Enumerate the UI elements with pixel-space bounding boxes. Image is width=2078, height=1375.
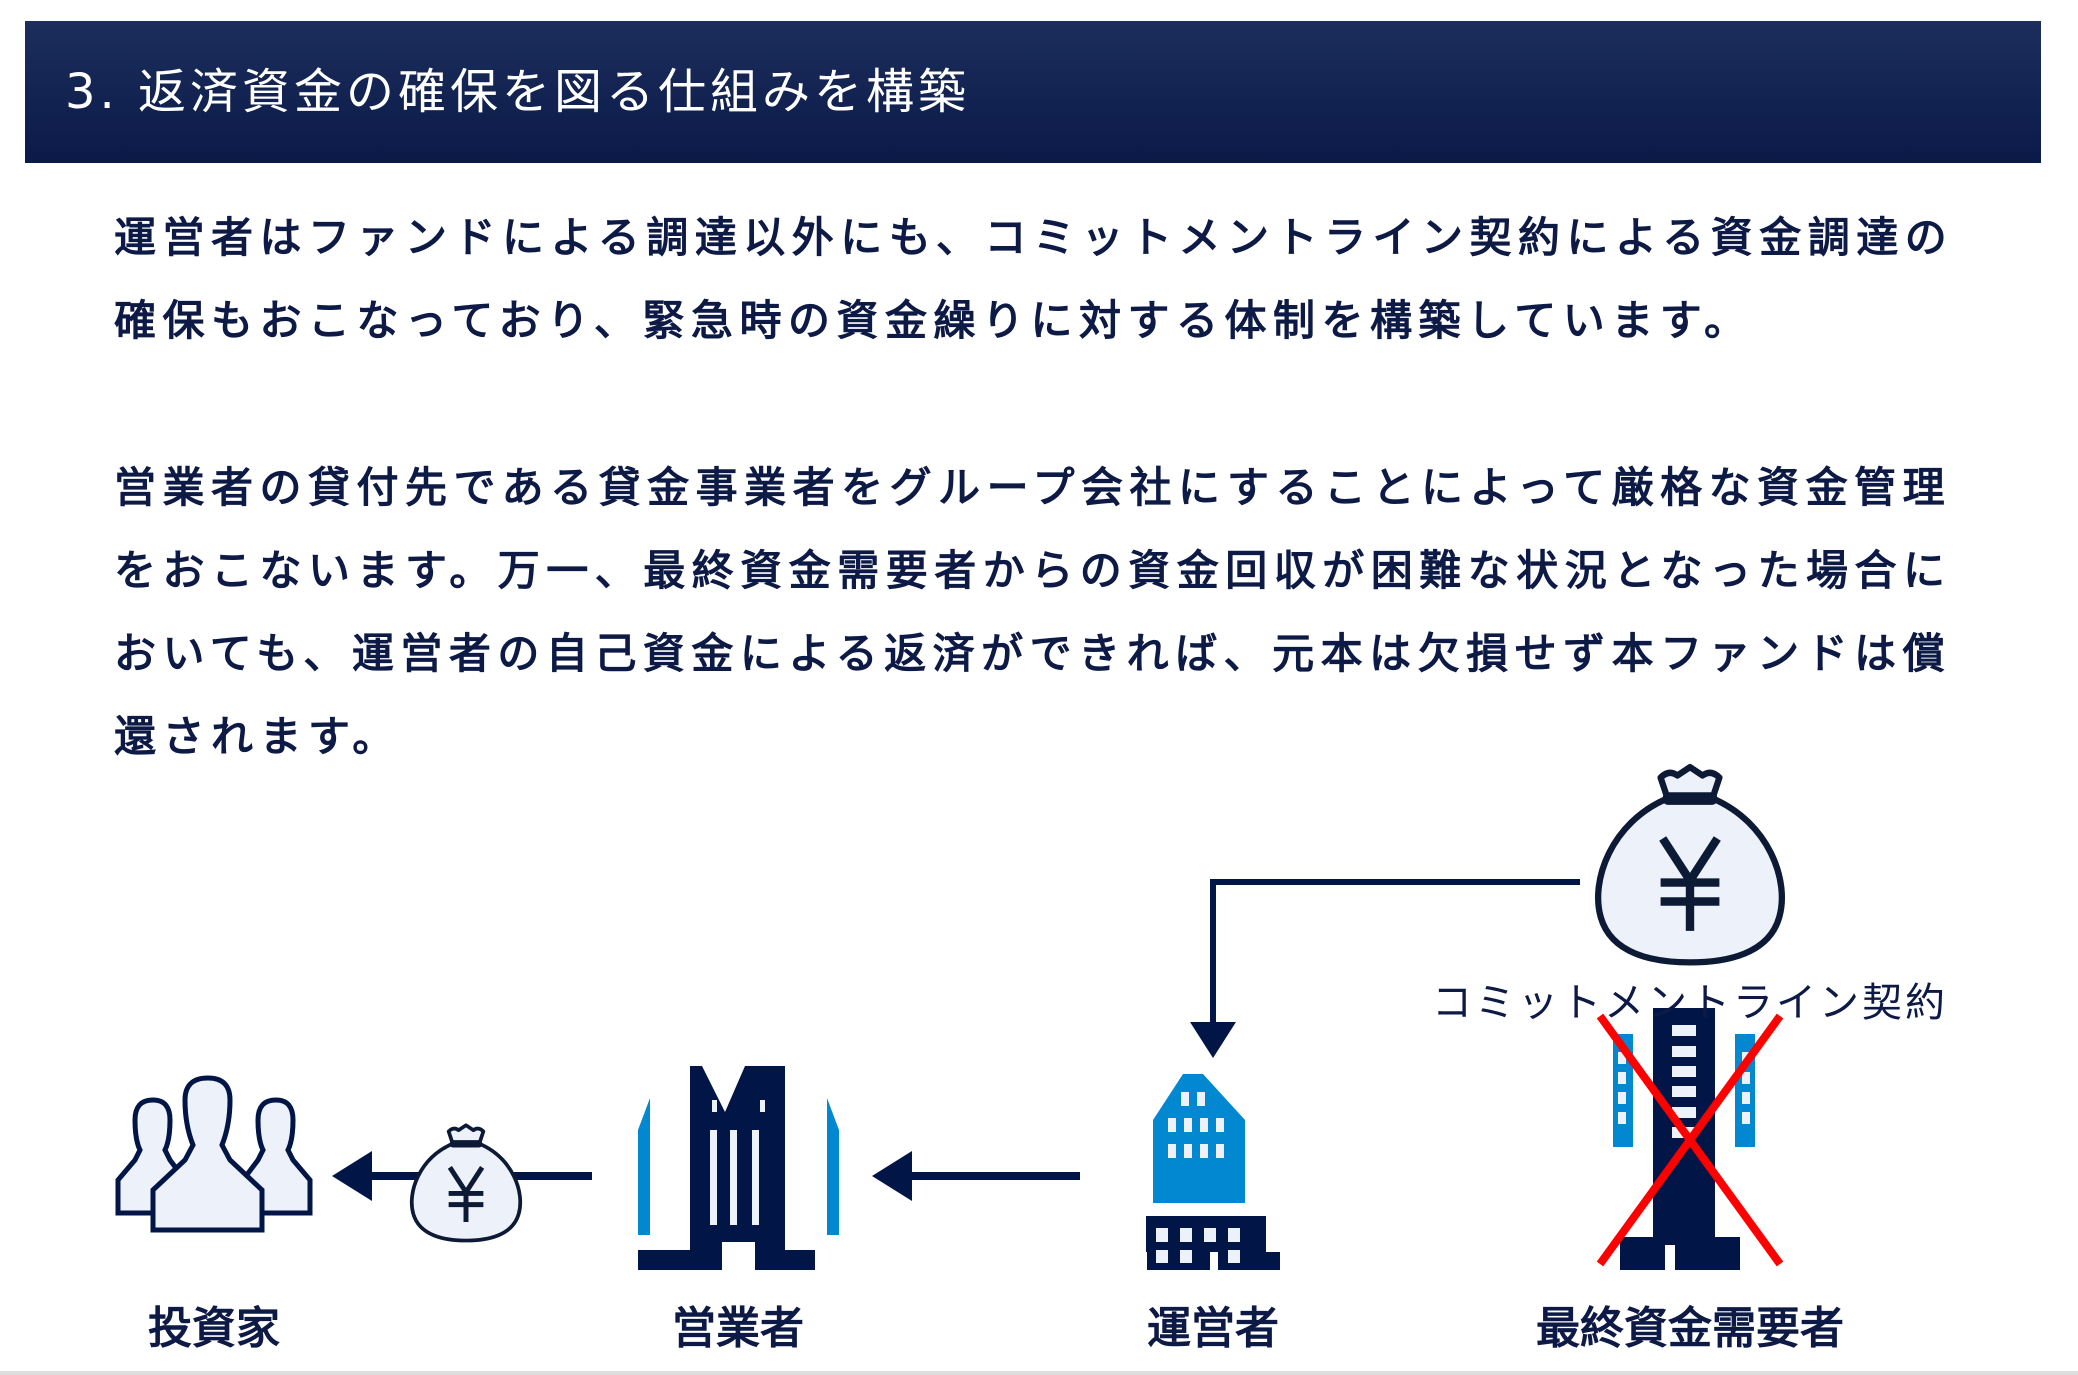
arrow-left-icon <box>872 1151 1080 1201</box>
investor-label: 投資家 <box>148 1303 280 1354</box>
paragraph-commitment-line: 運営者はファンドによる調達以外にも、コミットメントライン契約による資金調達の確保… <box>114 213 1954 345</box>
manager-label: 運営者 <box>1147 1303 1279 1354</box>
bottom-divider <box>0 1371 2078 1375</box>
end-borrower-building-icon <box>1596 1008 1784 1270</box>
commitment-line-label: コミットメントライン契約 <box>1432 980 1948 1026</box>
commitment-arrow <box>1190 879 1580 1058</box>
cross-mark-icon <box>1596 1013 1784 1267</box>
investors-icon <box>115 1075 313 1233</box>
money-bag-icon <box>1598 767 1782 962</box>
operator-company-building-icon <box>638 1066 839 1270</box>
section-header: 3. 返済資金の確保を図る仕組みを構築 <box>25 21 2041 163</box>
money-bag-icon <box>412 1125 520 1240</box>
manager-building-icon <box>1146 1074 1280 1270</box>
operator-company-label: 営業者 <box>672 1303 804 1354</box>
paragraph-group-management: 営業者の貸付先である貸金事業者をグループ会社にすることによって厳格な資金管理をお… <box>114 463 1952 761</box>
end-borrower-label: 最終資金需要者 <box>1536 1303 1844 1354</box>
section-title: 3. 返済資金の確保を図る仕組みを構築 <box>65 64 971 120</box>
